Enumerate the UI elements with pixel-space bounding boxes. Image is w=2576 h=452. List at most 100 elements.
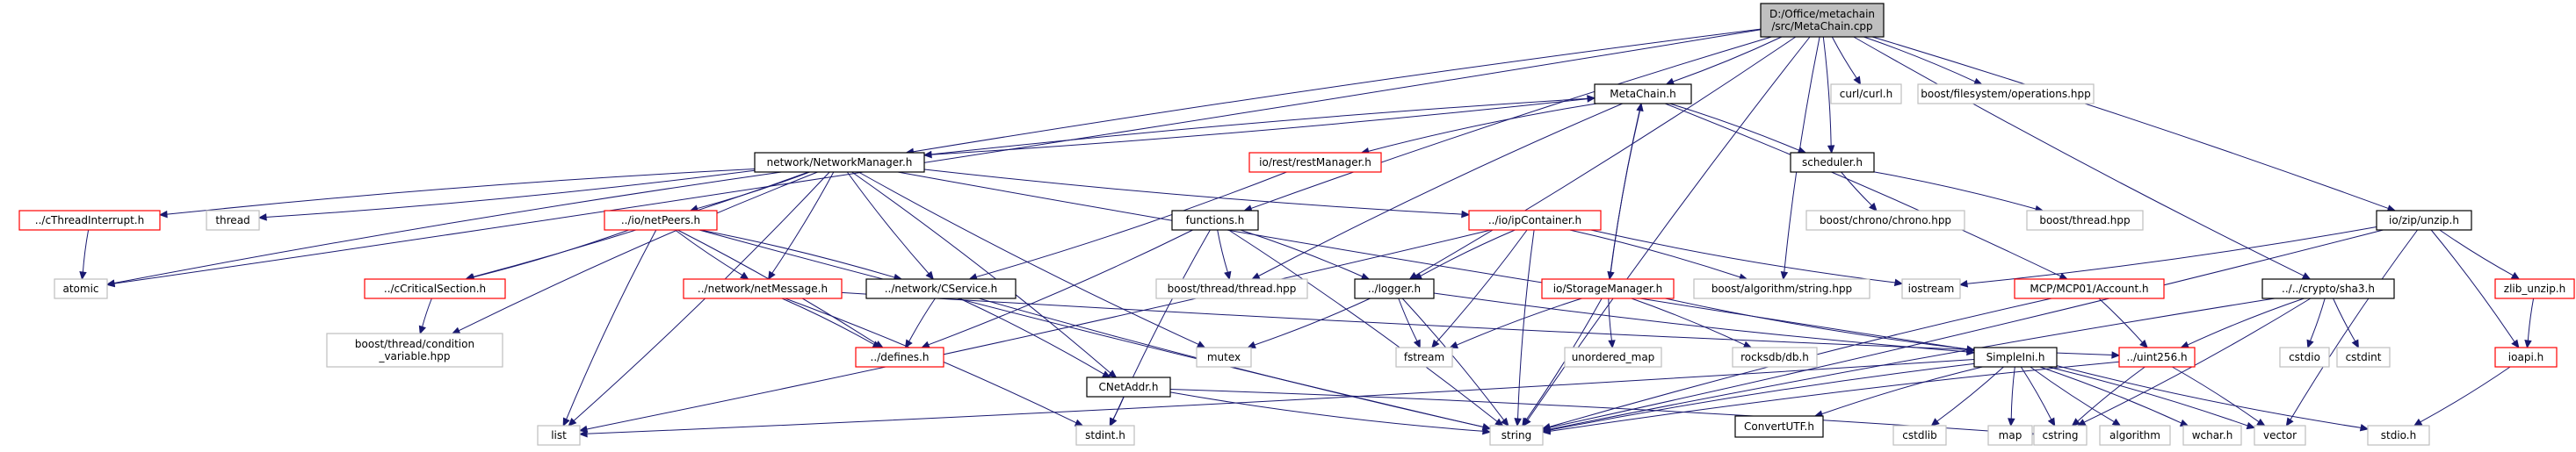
edge-network_cservice_h-to-defines_h bbox=[908, 298, 936, 343]
node-network-cservice-h[interactable]: ../network/CService.h bbox=[865, 278, 1017, 299]
arrowhead-scheduler_h-to-boost_chrono bbox=[1868, 202, 1878, 212]
arrowhead-functions_h-to-boost_thread_thread bbox=[1224, 270, 1232, 281]
edge-network_manager_h-to-network_cservice_h bbox=[846, 171, 930, 275]
node-label: stdio.h bbox=[2381, 429, 2416, 441]
node-box bbox=[537, 425, 581, 446]
node-label: io/rest/restManager.h bbox=[1259, 156, 1371, 169]
node-map: map bbox=[1987, 425, 2033, 446]
arrowhead-cnetaddr_h-to-string bbox=[1482, 427, 1492, 435]
node-functions-h[interactable]: functions.h bbox=[1171, 210, 1259, 231]
edge-metachain_h-to-rest_manager_h bbox=[1367, 103, 1597, 153]
edge-simpleini_h-to-wchar_h bbox=[2039, 366, 2183, 424]
edge-io_ipcontainer_h-to-logger_h bbox=[1419, 229, 1516, 277]
node-box bbox=[54, 278, 108, 299]
node-label: ../logger.h bbox=[1368, 283, 1421, 295]
node-box bbox=[1901, 278, 1961, 299]
node-crypto-sha3-h[interactable]: ../../crypto/sha3.h bbox=[2261, 278, 2395, 299]
node-list: list bbox=[537, 425, 581, 446]
node-algorithm: algorithm bbox=[2099, 425, 2171, 446]
edge-network_manager_h-to-list bbox=[572, 171, 830, 422]
arrowhead-network_netmessage_h-to-uint256_h bbox=[2111, 351, 2121, 359]
arrowhead-network_manager_h-to-cnetaddr_h bbox=[1108, 369, 1118, 378]
edge-logger_h-to-fstream bbox=[1398, 298, 1418, 342]
edge-cnetaddr_h-to-stdint_h bbox=[1111, 396, 1125, 420]
node-convertutf-h[interactable]: ConvertUTF.h bbox=[1734, 415, 1824, 438]
node-io-zip-unzip-h[interactable]: io/zip/unzip.h bbox=[2376, 210, 2472, 231]
node-box bbox=[2376, 210, 2472, 231]
node-boost-thread-thread: boost/thread/thread.hpp bbox=[1155, 278, 1308, 299]
node-box bbox=[1790, 152, 1875, 173]
arrowhead-root-to-metachain_h bbox=[1665, 77, 1675, 85]
node-scheduler-h[interactable]: scheduler.h bbox=[1790, 152, 1875, 173]
node-simpleini-h[interactable]: SimpleIni.h bbox=[1973, 347, 2058, 368]
edge-io_storagemanager_h-to-unordered_map bbox=[1608, 298, 1613, 342]
edge-io_ipcontainer_h-to-list bbox=[585, 229, 1492, 430]
arrowhead-network_netmessage_h-to-stdint_h bbox=[1074, 419, 1084, 427]
edge-root-to-crypto_sha3_h bbox=[1853, 36, 2305, 277]
edge-root-to-metachain_h bbox=[1672, 36, 1783, 83]
edge-network_manager_h-to-network_netmessage_h bbox=[771, 171, 835, 275]
arrowhead-root-to-crypto_sha3_h bbox=[2301, 272, 2312, 280]
node-label: cstdlib bbox=[1902, 429, 1936, 441]
edge-crypto_sha3_h-to-string bbox=[1548, 298, 2276, 430]
node-box bbox=[1395, 347, 1453, 368]
node-label: map bbox=[1999, 429, 2022, 441]
node-label: MCP/MCP01/Account.h bbox=[2030, 283, 2148, 295]
node-box bbox=[1354, 278, 1435, 299]
edge-io_zip_unzip_h-to-string bbox=[1548, 229, 2384, 428]
node-label: ../io/ipContainer.h bbox=[1488, 214, 1581, 226]
node-box bbox=[18, 210, 161, 231]
edge-crypto_sha3_h-to-cstdint bbox=[2333, 298, 2356, 343]
arrowhead-simpleini_h-to-wchar_h bbox=[2179, 419, 2189, 427]
node-label: atomic bbox=[62, 283, 98, 295]
arrowhead-crypto_sha3_h-to-uint256_h bbox=[2180, 341, 2189, 348]
edge-io_ipcontainer_h-to-boost_algo_string bbox=[1569, 229, 1741, 278]
arrowhead-io_ipcontainer_h-to-iostream bbox=[1893, 278, 1904, 287]
edge-io_zip_unzip_h-to-iostream bbox=[1965, 226, 2377, 284]
arrowhead-ccriticalsection_h-to-boost_thread_cv bbox=[418, 325, 426, 335]
node-rest-manager-h: io/rest/restManager.h bbox=[1248, 152, 1382, 173]
node-box bbox=[1155, 278, 1308, 299]
node-boost-algo-string: boost/algorithm/string.hpp bbox=[1693, 278, 1870, 299]
node-vector: vector bbox=[2254, 425, 2306, 446]
node-box bbox=[855, 347, 944, 368]
node-label: _variable.hpp bbox=[378, 350, 450, 362]
edge-metachain_h-to-mcp01_account_h bbox=[1665, 103, 2062, 277]
arrowhead-uint256_h-to-cstring bbox=[2071, 418, 2080, 427]
node-label: rocksdb/db.h bbox=[1740, 351, 1809, 363]
edge-crypto_sha3_h-to-cstring bbox=[2082, 298, 2312, 424]
arrowhead-root-to-boost_fs_ops bbox=[1973, 77, 1983, 85]
node-label: ../io/netPeers.h bbox=[621, 214, 700, 226]
edge-mcp01_account_h-to-uint256_h bbox=[2098, 298, 2144, 344]
node-metachain-h[interactable]: MetaChain.h bbox=[1594, 83, 1692, 104]
edge-root-to-logger_h bbox=[1415, 36, 1797, 276]
edge-network_manager_h-to-io_ipcontainer_h bbox=[923, 169, 1464, 215]
arrowhead-io_netpeers_h-to-list bbox=[562, 417, 570, 427]
node-box bbox=[1468, 210, 1602, 231]
node-box bbox=[1734, 415, 1824, 438]
node-label: zlib_unzip.h bbox=[2504, 283, 2565, 295]
arrowhead-io_ipcontainer_h-to-list bbox=[578, 425, 589, 434]
node-logger-h[interactable]: ../logger.h bbox=[1354, 278, 1435, 299]
node-box bbox=[754, 152, 925, 173]
node-rocksdb-db-h: rocksdb/db.h bbox=[1732, 347, 1818, 368]
edge-metachain_h-to-network_manager_h bbox=[930, 97, 1596, 155]
edge-network_manager_h-to-simpleini_h bbox=[897, 171, 1969, 350]
node-box bbox=[1732, 347, 1818, 368]
edge-metachain_h-to-boost_thread_thread bbox=[1257, 103, 1623, 277]
arrowhead-ioapi_h-to-stdio_h bbox=[2413, 418, 2423, 427]
edge-root-to-curl_h bbox=[1831, 36, 1858, 80]
node-boost-thread: boost/thread.hpp bbox=[2026, 210, 2144, 231]
arrowhead-network_manager_h-to-cthreadinterrupt_h bbox=[158, 210, 168, 219]
edge-io_netpeers_h-to-network_cservice_h bbox=[699, 229, 896, 278]
node-box bbox=[1917, 83, 2095, 104]
node-ccriticalsection-h: ../cCriticalSection.h bbox=[364, 278, 506, 299]
arrowhead-network_manager_h-to-list bbox=[568, 418, 577, 427]
node-boost-thread-cv: boost/thread/condition_variable.hpp bbox=[326, 333, 503, 368]
node-network-manager-h[interactable]: network/NetworkManager.h bbox=[754, 152, 925, 173]
node-root[interactable]: D:/Office/metachain/src/MetaChain.cpp bbox=[1760, 3, 1885, 38]
nodes-layer: D:/Office/metachain/src/MetaChain.cppMet… bbox=[18, 3, 2575, 446]
edge-io_zip_unzip_h-to-zlib_unzip_h bbox=[2439, 229, 2514, 276]
node-cnetaddr-h[interactable]: CNetAddr.h bbox=[1086, 377, 1171, 398]
edge-network_netmessage_h-to-defines_h bbox=[781, 298, 875, 346]
